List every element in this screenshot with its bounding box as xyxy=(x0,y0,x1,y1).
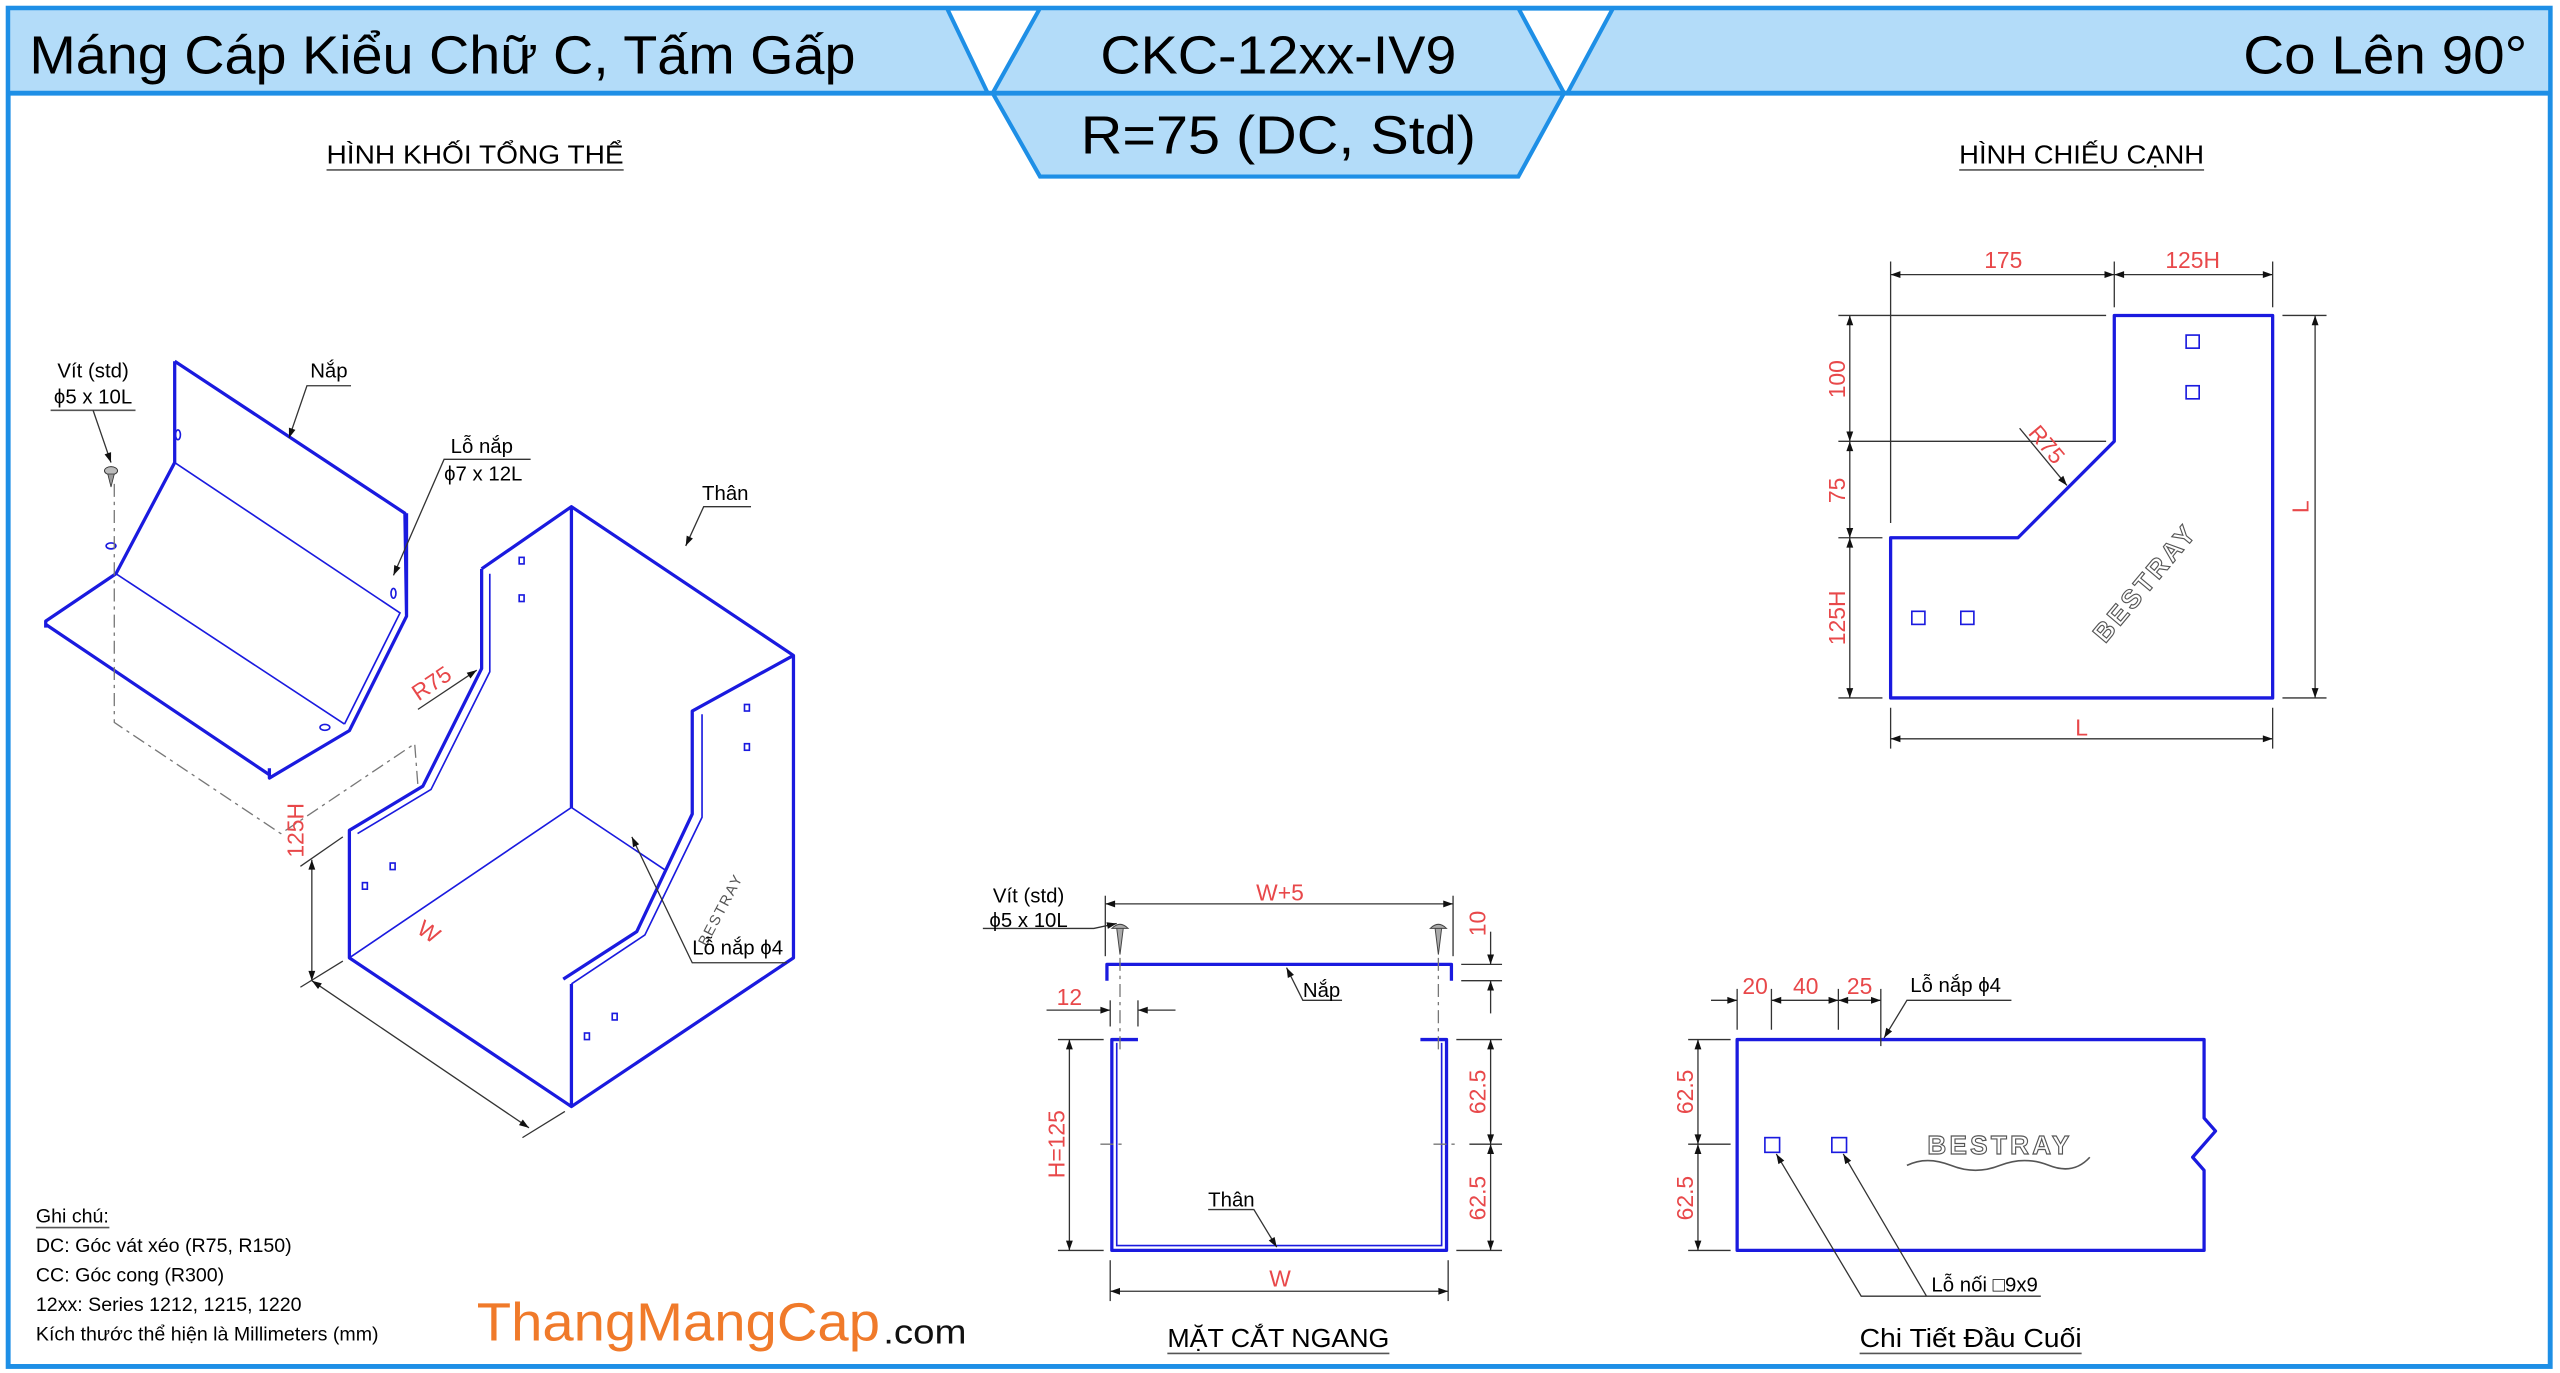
ed-dim-62-top: 62.5 xyxy=(1672,1070,1698,1115)
iso-width-dim: W xyxy=(413,915,446,949)
screw-icon xyxy=(104,466,119,488)
ed-dim-40: 40 xyxy=(1793,973,1818,999)
side-view-logo: BESTRAY xyxy=(2087,517,2203,648)
side-view-title: HÌNH CHIẾU CẠNH xyxy=(1959,139,2204,169)
cs-dim-62-top: 62.5 xyxy=(1465,1070,1491,1115)
side-dim-r75: R75 xyxy=(2024,420,2071,469)
side-dim-125h-left: 125H xyxy=(1824,591,1850,646)
end-detail-outline xyxy=(1735,1037,2218,1253)
side-view: HÌNH CHIẾU CẠNH 175 125H 100 75 125H L xyxy=(1824,139,2327,749)
side-dim-125h-top: 125H xyxy=(2165,247,2220,273)
iso-lid xyxy=(44,359,409,780)
cs-body-label: Thân xyxy=(1208,1189,1254,1211)
notes-heading: Ghi chú: xyxy=(36,1206,109,1228)
end-detail-logo: BESTRAY xyxy=(1927,1130,2072,1160)
iso-body-hole-label: Lỗ nắp ϕ4 xyxy=(692,937,783,960)
sheet-frame xyxy=(5,5,2553,1369)
brand-name: ThangMangCap xyxy=(477,1292,880,1352)
cs-dim-w5: W+5 xyxy=(1256,880,1304,906)
cs-dim-10: 10 xyxy=(1465,911,1491,936)
iso-body: BESTRAY xyxy=(347,505,796,1109)
iso-view-title: HÌNH KHỐI TỔNG THỂ xyxy=(327,139,624,169)
iso-lid-hole-size: ϕ7 x 12L xyxy=(444,464,522,486)
iso-lid-label: Nắp xyxy=(310,360,347,383)
cs-screw-size: ϕ5 x 10L xyxy=(989,910,1067,932)
ed-dim-25: 25 xyxy=(1847,973,1872,999)
ed-dim-20: 20 xyxy=(1742,973,1767,999)
cs-dim-62-bottom: 62.5 xyxy=(1465,1176,1491,1221)
cs-screw-label: Vít (std) xyxy=(993,885,1064,907)
ed-title: Chi Tiết Đầu Cuối xyxy=(1860,1323,2082,1353)
brand-logo: ThangMangCap .com xyxy=(477,1292,967,1352)
side-dim-100: 100 xyxy=(1824,360,1850,398)
sheet-title: Máng Cáp Kiểu Chữ C, Tấm Gấp xyxy=(29,26,855,86)
side-view-outline xyxy=(1888,313,2275,700)
iso-view: HÌNH KHỐI TỔNG THỂ BESTRAY xyxy=(44,139,796,1139)
screw-icon xyxy=(1110,923,1130,955)
cross-section-lid xyxy=(1105,962,1454,981)
iso-body-label: Thân xyxy=(702,483,748,505)
cs-dim-12: 12 xyxy=(1057,984,1082,1010)
end-detail: 20 40 25 62.5 62.5 Lỗ nắp ϕ4 Lỗ nối □9x9… xyxy=(1672,973,2218,1355)
iso-screw-label: Vít (std) xyxy=(57,361,128,383)
ed-dim-62-bottom: 62.5 xyxy=(1672,1176,1698,1221)
cs-title: MẶT CẮT NGANG xyxy=(1167,1323,1389,1353)
ed-joint-hole-label: Lỗ nối □9x9 xyxy=(1931,1273,2037,1296)
brand-suffix: .com xyxy=(883,1314,966,1352)
notes: Ghi chú: DC: Góc vát xéo (R75, R150) CC:… xyxy=(36,1206,379,1346)
radius-spec: R=75 (DC, Std) xyxy=(1081,106,1476,166)
note-line: DC: Góc vát xéo (R75, R150) xyxy=(36,1235,292,1257)
cs-dim-w: W xyxy=(1269,1265,1291,1291)
side-dim-l-bottom: L xyxy=(2075,715,2088,741)
side-dim-175: 175 xyxy=(1984,247,2022,273)
iso-screw-size: ϕ5 x 10L xyxy=(54,387,132,409)
cs-lid-label: Nắp xyxy=(1303,979,1340,1002)
cs-dim-h125: H=125 xyxy=(1044,1110,1070,1178)
iso-radius-dim: R75 xyxy=(407,661,456,706)
note-line: 12xx: Series 1212, 1215, 1220 xyxy=(36,1294,302,1316)
ed-lid-hole-label: Lỗ nắp ϕ4 xyxy=(1910,974,2001,997)
iso-height-dim: 125H xyxy=(283,803,309,858)
sheet-subtitle: Co Lên 90° xyxy=(2243,26,2527,86)
note-line: CC: Góc cong (R300) xyxy=(36,1264,224,1286)
iso-lid-hole-label: Lỗ nắp xyxy=(451,435,513,458)
cross-section-body xyxy=(1110,1037,1449,1253)
assembly-guide-line xyxy=(113,483,419,835)
note-line: Kích thước thể hiện là Millimeters (mm) xyxy=(36,1323,379,1345)
side-dim-l-right: L xyxy=(2288,500,2314,513)
screw-icon xyxy=(1429,923,1448,955)
side-dim-75: 75 xyxy=(1824,478,1850,503)
cross-section: Vít (std) ϕ5 x 10L W+5 10 12 H=125 62.5 … xyxy=(982,880,1503,1355)
product-code: CKC-12xx-IV9 xyxy=(1100,26,1456,86)
